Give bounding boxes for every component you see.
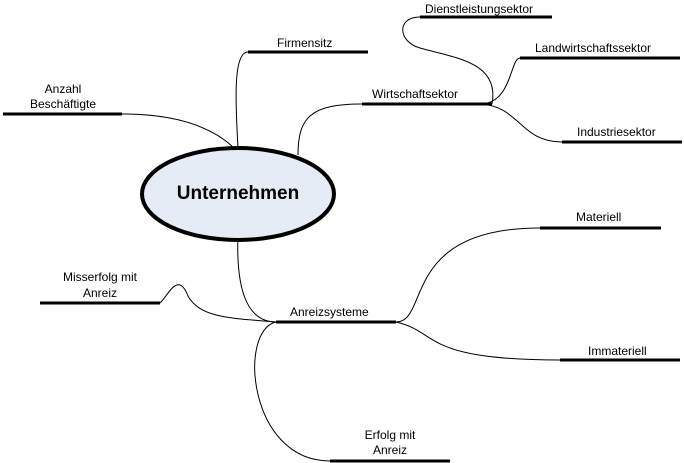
label-firmensitz: Firmensitz	[277, 36, 333, 50]
connector-landwirtschaft	[479, 57, 521, 105]
label-materiell: Materiell	[576, 210, 622, 224]
label-dienstleistungsektor: Dienstleistungsektor	[425, 2, 534, 16]
center-node-label: Unternehmen	[176, 183, 300, 204]
connector-anreizsysteme	[237, 233, 277, 323]
label-erfolg-line1: Erfolg mit	[364, 428, 416, 442]
label-anzahl-line1: Anzahl	[44, 82, 82, 96]
center-node-ellipse	[140, 146, 336, 242]
connector-materiell	[395, 227, 541, 323]
connector-immateriell	[395, 321, 561, 361]
label-anreizsysteme: Anreizsysteme	[290, 305, 369, 319]
label-industriesektor: Industriesektor	[577, 125, 656, 139]
label-landwirtschaftssektor: Landwirtschaftssektor	[535, 41, 652, 55]
connector-wirtschaftsektor	[297, 103, 363, 156]
label-immateriell: Immateriell	[588, 344, 647, 358]
connector-anzahl	[121, 113, 233, 147]
label-wirtschaftsektor: Wirtschaftsektor	[372, 87, 459, 101]
connector-industrie	[479, 103, 563, 143]
label-misserfolg-line1: Misserfolg mit	[62, 270, 137, 284]
connector-firmensitz	[235, 51, 249, 149]
connector-dienstleistung	[402, 16, 494, 105]
label-erfolg-line2: Anreiz	[372, 443, 407, 457]
connector-misserfolg	[159, 284, 277, 323]
label-anzahl-line2: Beschäftigte	[29, 97, 97, 111]
connector-erfolg	[254, 321, 331, 462]
label-misserfolg-line2: Anreiz	[82, 286, 117, 300]
